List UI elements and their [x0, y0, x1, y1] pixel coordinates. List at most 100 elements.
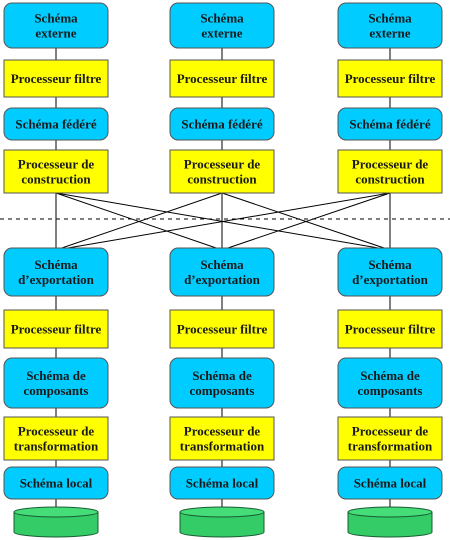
schema-node: Schéma local [169, 466, 275, 500]
node-label: Processeur filtre [345, 322, 436, 337]
node-label: composants [357, 383, 422, 398]
node-label: Schéma local [354, 476, 427, 491]
node-label: d’exportation [352, 272, 429, 287]
schema-node: Schéma local [337, 466, 443, 500]
database-icon [13, 506, 99, 538]
processor-box [3, 149, 109, 194]
node-label: Schéma local [20, 476, 93, 491]
schema-node: Schéma fédéré [169, 107, 275, 141]
schema-box [3, 357, 109, 409]
node-label: transformation [180, 439, 265, 454]
node-label: d’exportation [18, 272, 95, 287]
node-label: Schéma fédéré [349, 117, 430, 132]
schema-node: Schéma local [3, 466, 109, 500]
processor-box [337, 149, 443, 194]
schema-box [169, 107, 275, 141]
node-label: Schéma [200, 257, 244, 272]
processor-node: Processeur filtre [3, 59, 109, 98]
node-label: transformation [348, 439, 433, 454]
node-label: Processeur filtre [11, 71, 102, 86]
schema-box [169, 2, 275, 49]
cross-connector-line [221, 192, 391, 251]
schema-box [337, 247, 443, 297]
processor-box [3, 59, 109, 98]
processor-node: Processeur filtre [337, 309, 443, 349]
node-label: transformation [14, 439, 99, 454]
schema-box [337, 2, 443, 49]
processor-box [337, 416, 443, 461]
schema-box [337, 466, 443, 500]
node-label: Schéma fédéré [181, 117, 262, 132]
processor-box [169, 149, 275, 194]
node-label: Processeur filtre [177, 322, 268, 337]
database-icon [179, 506, 265, 538]
node-label: Schéma fédéré [15, 117, 96, 132]
node-label: externe [201, 26, 242, 41]
node-label: Schéma [34, 257, 78, 272]
node-label: Processeur de [18, 424, 95, 439]
schema-box [3, 466, 109, 500]
processor-box [169, 416, 275, 461]
node-label: externe [35, 26, 76, 41]
node-label: Schéma [34, 11, 78, 26]
schema-box [169, 357, 275, 409]
node-label: Processeur filtre [11, 322, 102, 337]
processor-box [3, 416, 109, 461]
edges-layer [0, 48, 450, 507]
processor-box [337, 59, 443, 98]
node-label: d’exportation [184, 272, 261, 287]
node-label: Schéma de [192, 368, 252, 383]
schema-box [169, 247, 275, 297]
node-label: Schéma de [26, 368, 86, 383]
processor-node: Processeur filtre [3, 309, 109, 349]
schema-node: Schéma fédéré [337, 107, 443, 141]
node-label: Processeur de [184, 157, 261, 172]
node-label: Schéma de [360, 368, 420, 383]
node-label: Processeur de [18, 157, 95, 172]
processor-box [169, 59, 275, 98]
node-label: Schéma [368, 257, 412, 272]
processor-box [3, 309, 109, 349]
processor-node: Processeur filtre [169, 59, 275, 98]
node-label: Schéma [200, 11, 244, 26]
node-label: Processeur de [184, 424, 261, 439]
schema-box [169, 466, 275, 500]
node-label: construction [21, 172, 91, 187]
cross-connector-line [55, 192, 391, 251]
database-icon [347, 506, 433, 538]
node-label: Processeur de [352, 424, 429, 439]
processor-node: Processeur filtre [337, 59, 443, 98]
schema-box [3, 2, 109, 49]
cross-connector-line [55, 192, 223, 251]
processor-node: Processeur filtre [169, 309, 275, 349]
node-label: externe [369, 26, 410, 41]
node-label: Processeur filtre [345, 71, 436, 86]
processor-box [337, 309, 443, 349]
schema-box [3, 107, 109, 141]
processor-box [169, 309, 275, 349]
node-label: construction [187, 172, 257, 187]
schema-box [337, 107, 443, 141]
schema-box [337, 357, 443, 409]
node-label: construction [355, 172, 425, 187]
node-label: Processeur de [352, 157, 429, 172]
node-label: Processeur filtre [177, 71, 268, 86]
schema-node: Schéma fédéré [3, 107, 109, 141]
